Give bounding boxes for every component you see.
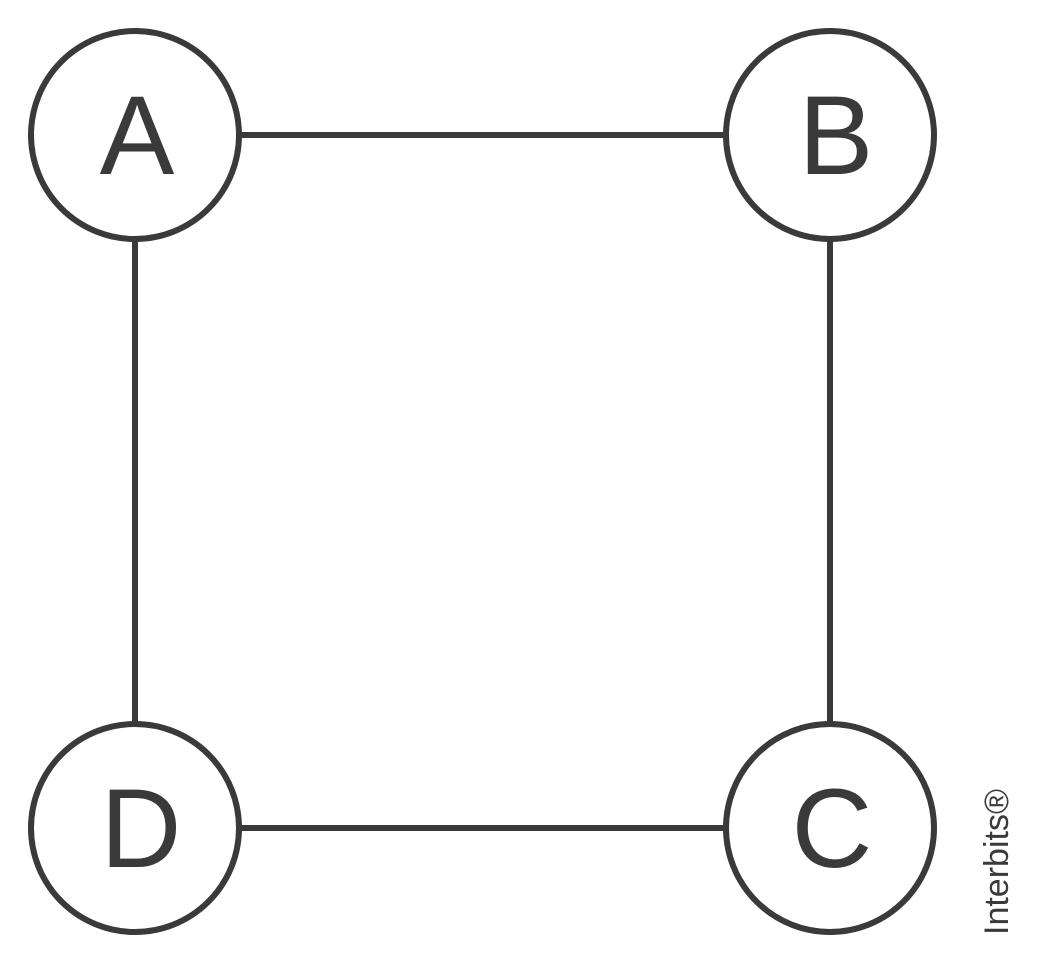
node-b-label: B	[799, 73, 874, 198]
node-b-circle	[723, 28, 937, 242]
node-d-label: D	[101, 766, 182, 891]
node-a-label: A	[100, 73, 175, 198]
node-c: C	[723, 721, 937, 935]
node-c-circle	[723, 721, 937, 935]
node-b: B	[723, 28, 937, 242]
node-a: A	[28, 28, 242, 242]
node-c-label: C	[792, 766, 873, 891]
node-d-circle	[28, 721, 242, 935]
node-a-circle	[28, 28, 242, 242]
node-d: D	[28, 721, 242, 935]
interbits-watermark: Interbits®	[978, 789, 1016, 935]
